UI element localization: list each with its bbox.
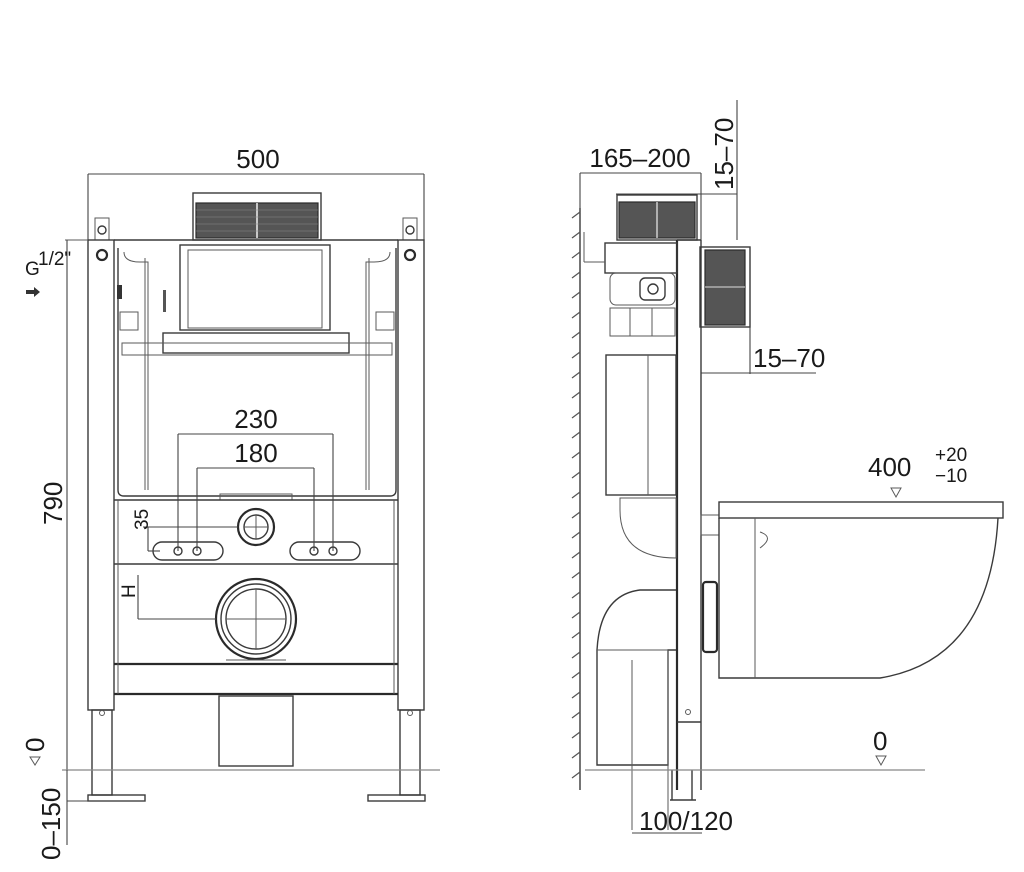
dimension-pipe: 100/120 xyxy=(632,806,733,836)
seat-height-dimension: 400 +20 −10 xyxy=(868,445,967,499)
level-marker-icon xyxy=(875,755,887,767)
pipe-diameter-label: 100/120 xyxy=(639,806,733,836)
front-view: 500 xyxy=(20,144,440,860)
drain-sleeve xyxy=(218,695,294,767)
width-label: 500 xyxy=(236,144,279,174)
top-offset-label: 15–70 xyxy=(709,118,739,190)
wall-anchor-left xyxy=(94,217,110,262)
dimension-top-offset: 15–70 xyxy=(616,100,739,240)
offset-label: 35 xyxy=(132,509,153,530)
flush-outlet xyxy=(236,507,276,547)
side-flush-button xyxy=(699,246,751,328)
dimension-wall-offset: 15–70 xyxy=(701,247,825,374)
fixing-outer-label: 230 xyxy=(234,404,277,434)
side-flush-plate xyxy=(616,194,698,241)
floor-line-front: 0 0–150 xyxy=(20,738,440,860)
level-marker-icon xyxy=(29,756,41,766)
wall-hatching xyxy=(571,208,581,790)
dimension-width: 500 xyxy=(87,144,425,240)
flush-plate-top xyxy=(192,192,322,241)
wall-anchor-right xyxy=(402,217,418,262)
dimension-depth: 165–200 xyxy=(579,143,702,240)
seat-height-label: 400 xyxy=(868,452,911,482)
drain-height-label: H xyxy=(119,584,140,598)
inlet-arrow-icon xyxy=(26,287,40,297)
dimension-fixings: 230 180 35 xyxy=(132,404,334,552)
water-inlet-label: G 1/2" xyxy=(25,249,71,297)
frame-rails xyxy=(114,499,398,696)
dimension-h: H xyxy=(119,575,216,620)
wall-offset-label: 15–70 xyxy=(753,343,825,373)
dimension-height: 790 xyxy=(38,240,68,770)
seat-tolerance-minus: −10 xyxy=(935,466,967,487)
drain-outlet xyxy=(214,577,298,661)
feet-adjust-label: 0–150 xyxy=(36,788,66,860)
svg-text:1/2": 1/2" xyxy=(38,249,71,270)
seat-tolerance-plus: +20 xyxy=(935,445,967,466)
cistern-body xyxy=(117,244,397,501)
side-cistern xyxy=(583,232,678,559)
zero-level-label-side: 0 xyxy=(873,726,887,756)
level-marker-icon xyxy=(890,487,902,499)
side-view: 165–200 15–70 15–70 xyxy=(571,100,1004,836)
side-connector xyxy=(700,514,720,654)
fixing-inner-label: 180 xyxy=(234,438,277,468)
fixing-plate-left xyxy=(152,541,224,561)
zero-level-label-front: 0 xyxy=(20,738,50,752)
toilet-bowl xyxy=(718,501,1004,679)
side-drain-bend xyxy=(596,589,676,830)
depth-label: 165–200 xyxy=(589,143,690,173)
fixing-plate-right xyxy=(289,541,361,561)
floor-line-side: 0 xyxy=(585,726,925,771)
svg-text:G: G xyxy=(25,259,40,280)
frame-posts xyxy=(65,239,426,802)
height-label: 790 xyxy=(38,482,68,525)
